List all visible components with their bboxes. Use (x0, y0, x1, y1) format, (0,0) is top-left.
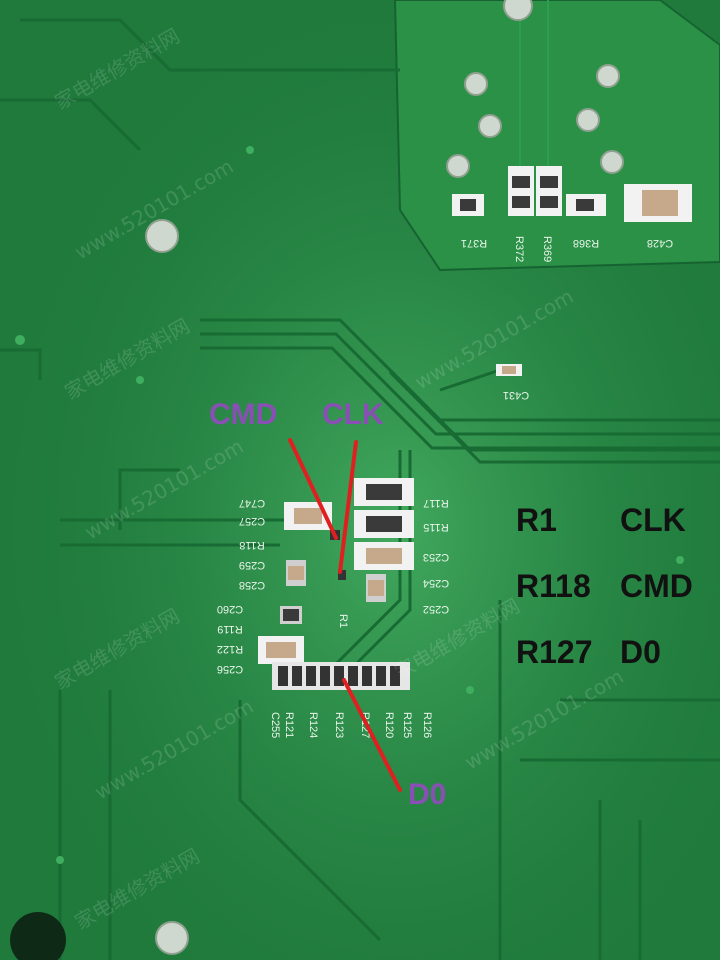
label-c252: C252 (423, 603, 449, 615)
label-c257: C257 (239, 515, 265, 527)
label-r115: R115 (423, 521, 448, 533)
label-c256: C256 (217, 663, 243, 675)
legend-signal: CMD (620, 568, 693, 604)
pointer-lines (288, 438, 402, 792)
label-r118: R118 (239, 539, 264, 551)
label-c428: C428 (647, 237, 673, 249)
label-r120: R120 (383, 712, 395, 738)
component-c431 (496, 364, 522, 376)
legend-ref: R1 (516, 502, 557, 538)
copper-pour (393, 0, 720, 272)
label-r123: R123 (333, 712, 345, 738)
label-c431: C431 (503, 389, 529, 401)
label-c258: C258 (239, 579, 265, 591)
label-r122: R122 (217, 643, 243, 655)
label-c260: C260 (217, 603, 243, 615)
label-c254: C254 (423, 577, 449, 589)
center-components (258, 478, 414, 664)
label-r1: R1 (337, 614, 349, 628)
mounting-hole (10, 912, 66, 960)
callout-cmd: CMD (209, 398, 278, 431)
label-r368: R368 (573, 237, 599, 249)
label-r119: R119 (217, 623, 242, 635)
label-r125: R125 (401, 712, 413, 738)
label-r372: R372 (513, 236, 525, 262)
via-pads (145, 0, 624, 955)
legend-row-r127: R127 D0 (516, 634, 661, 671)
legend-ref: R127 (516, 634, 593, 670)
clk-pointer-line (338, 440, 358, 574)
label-c259: C259 (239, 559, 265, 571)
callout-d0: D0 (408, 778, 447, 811)
label-r371: R371 (461, 237, 487, 249)
cmd-pointer-line (288, 438, 338, 540)
legend-ref: R118 (516, 568, 591, 604)
callout-clk: CLK (322, 398, 384, 431)
label-c747: C747 (239, 497, 265, 509)
legend-signal: CLK (620, 502, 686, 538)
legend-signal: D0 (620, 634, 661, 670)
legend-row-r118: R118 CMD (516, 568, 693, 605)
label-c255: C255 (269, 712, 281, 738)
legend-row-r1: R1 CLK (516, 502, 686, 539)
resistor-array (272, 662, 410, 690)
label-r369: R369 (541, 236, 553, 262)
label-c253: C253 (423, 551, 449, 563)
label-r124: R124 (307, 712, 319, 738)
d0-pointer-line (342, 678, 402, 792)
label-r121: R121 (283, 712, 295, 738)
top-right-components (452, 166, 692, 222)
label-r126: R126 (421, 712, 433, 738)
pcb-traces (0, 18, 720, 960)
label-r117: R117 (423, 497, 448, 509)
